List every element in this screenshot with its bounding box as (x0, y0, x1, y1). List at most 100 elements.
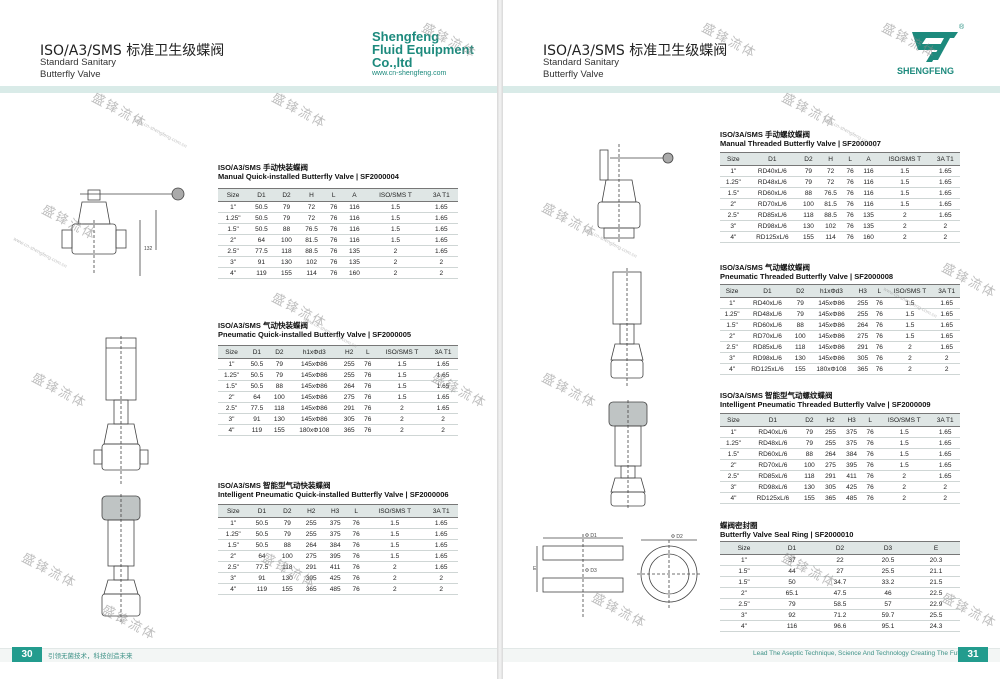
table-cell: 255 (819, 426, 842, 438)
left-page: ISO/A3/SMS 标准卫生级蝶阀 Standard Sanitary But… (0, 0, 497, 679)
table-cell: 118 (798, 209, 819, 221)
table-cell: 79 (798, 176, 819, 188)
table-cell: 1.25" (218, 528, 249, 540)
table-cell: 76 (359, 402, 376, 414)
table-cell: 1.5" (218, 380, 246, 392)
table-cell: 76 (872, 363, 887, 375)
table-cell: 76 (842, 176, 859, 188)
table-cell: 50.5 (248, 539, 276, 551)
table-cell: 130 (790, 352, 810, 364)
table-cell: 50.5 (248, 212, 275, 224)
table-cell: 76 (842, 198, 859, 210)
table-cell: 76 (347, 550, 366, 562)
column-header: L (872, 284, 887, 298)
table-cell: 1.5 (878, 459, 931, 471)
table-cell: 485 (841, 492, 863, 504)
table-cell: RD48xL/6 (744, 308, 791, 320)
column-header: H3 (841, 413, 863, 427)
table-cell: 275 (338, 391, 360, 403)
dimension-label: 132 (144, 246, 153, 252)
column-header: Size (720, 413, 747, 427)
table-cell: 72 (298, 212, 325, 224)
table-cell: 1.5" (720, 448, 747, 460)
table-cell: 64 (245, 391, 269, 403)
table-cell: 305 (853, 352, 873, 364)
table-cell: 81.5 (298, 234, 325, 246)
table-cell: 2 (930, 220, 960, 232)
table-cell: 2 (365, 583, 425, 595)
table-cell: 95.1 (864, 620, 912, 632)
table-cell: 116 (858, 176, 879, 188)
table-cell: 20.5 (864, 554, 912, 566)
table-cell: 375 (323, 517, 348, 529)
table-cell: 88 (798, 448, 820, 460)
table-title-en-text: Intelligent Pneumatic Quick-installed Bu… (218, 490, 404, 499)
table-cell: 1.5 (366, 212, 425, 224)
column-header: D2 (790, 284, 810, 298)
table-cell: 135 (858, 209, 879, 221)
table-title-cn: ISO/A3/SMS 手动快装蝶阀 (218, 163, 309, 172)
table-code: SF2000008 (854, 272, 894, 281)
manual-threaded-valve-drawing (597, 144, 674, 244)
table-cell: 1" (218, 201, 249, 213)
header-band (0, 86, 497, 93)
table-cell: 116 (858, 198, 879, 210)
table-cell: 76 (842, 165, 859, 177)
column-header: ISO/SMS T (365, 504, 425, 518)
d2-label: Φ D2 (671, 534, 683, 540)
table-cell: 91 (245, 413, 269, 425)
table-title-cn: ISO/A3/SMS 气动快装蝶阀 (218, 321, 309, 330)
table-cell: 118 (798, 470, 820, 482)
table-cell: 155 (274, 267, 299, 279)
table-cell: 25.5 (864, 565, 912, 577)
table-cell: 3" (720, 481, 747, 493)
e-label: E (533, 566, 537, 572)
column-header: L (324, 188, 343, 202)
table-title-en-text: Intelligent Pneumatic Threaded Butterfly… (720, 400, 886, 409)
table-cell: 2 (375, 402, 429, 414)
table-cell: 255 (819, 437, 842, 449)
table-cell: 88 (790, 319, 810, 331)
page-number: 31 (958, 647, 988, 662)
table-cell: 116 (342, 234, 367, 246)
table-cell: 57 (864, 598, 912, 610)
table-cell: 76 (862, 426, 879, 438)
column-header: 3A T1 (930, 152, 960, 166)
table-cell: 305 (819, 481, 842, 493)
table-cell: 2 (366, 245, 425, 257)
table-cell: 1.65 (933, 297, 960, 309)
table-cell: 76 (842, 220, 859, 232)
table-cell: 50.5 (245, 369, 269, 381)
table-cell: RD48xL/6 (746, 437, 799, 449)
table-cell: 79 (768, 598, 816, 610)
table-cell: 79 (798, 426, 820, 438)
table-cell: 4" (218, 424, 246, 436)
table-cell: 130 (798, 481, 820, 493)
table-cell: 1.5" (720, 187, 747, 199)
pneumatic-threaded-valve-drawing (610, 268, 644, 386)
table-cell: 50.5 (248, 201, 275, 213)
table-cell: 88 (275, 539, 300, 551)
table-cell: 255 (299, 517, 324, 529)
table-cell: 76 (347, 561, 366, 573)
table-cell: 275 (819, 459, 842, 471)
table-cell: 76.5 (298, 223, 325, 235)
table-cell: 76 (324, 212, 343, 224)
column-header: D1 (768, 541, 816, 555)
table-cell: 1.5 (878, 448, 931, 460)
column-header: H3 (853, 284, 873, 298)
table-cell: 1.65 (428, 402, 458, 414)
table-cell: 72 (818, 176, 843, 188)
table-title-cn: ISO/3A/SMS 气动螺纹蝶阀 (720, 263, 811, 272)
table-cell: 2" (218, 391, 246, 403)
